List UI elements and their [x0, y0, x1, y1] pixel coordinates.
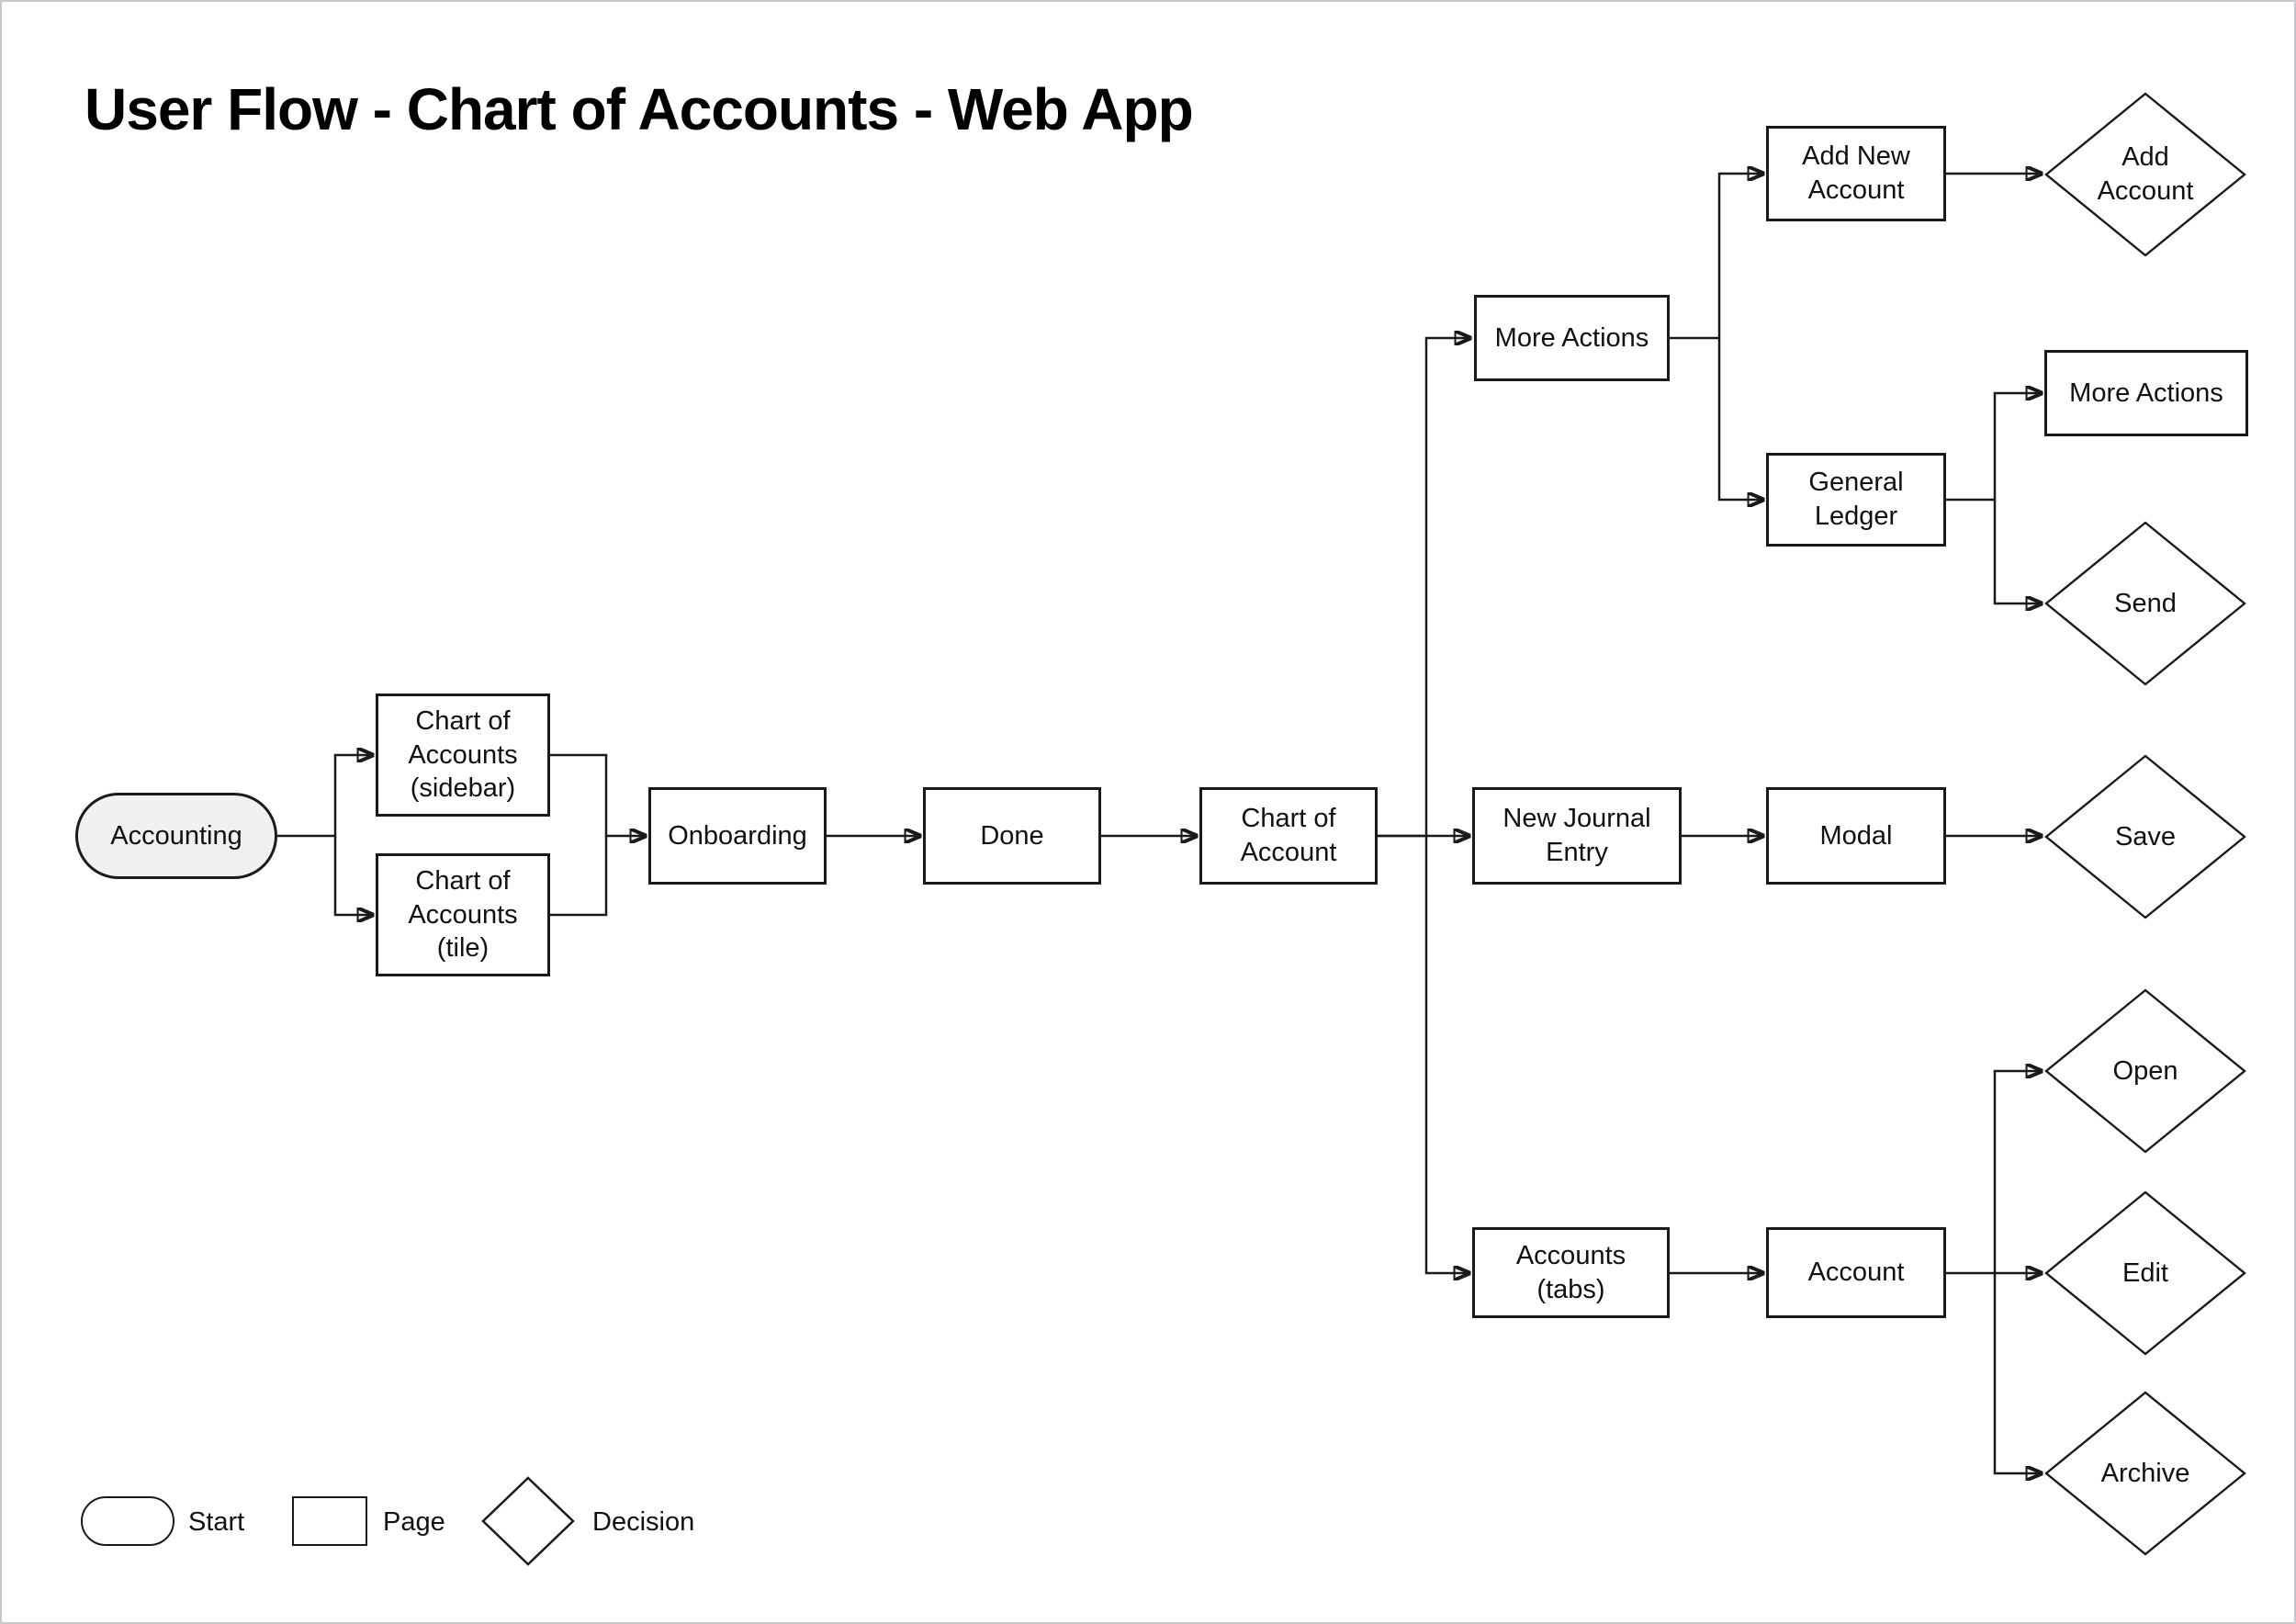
node-label: Chart of Account — [1240, 804, 1337, 867]
edge-coa-sidebar-to-onboarding — [550, 753, 646, 836]
edge-account-to-open — [1993, 1071, 2042, 1273]
node-label: Account — [1807, 1257, 1905, 1288]
node-send-decision: Send — [2044, 521, 2246, 686]
node-more-actions: More Actions — [1474, 295, 1670, 381]
node-label: Chart of Accounts (tile) — [408, 866, 518, 964]
diamond-shape — [2044, 92, 2246, 257]
node-label: Send — [2114, 588, 2177, 618]
node-label: Add New Account — [1802, 141, 1910, 205]
edge-accounting-to-coa-sidebar — [277, 755, 373, 838]
legend-page-shape — [292, 1496, 367, 1546]
edge-more-actions-to-general-ledger — [1717, 338, 1763, 500]
edge-account-to-archive — [1993, 1273, 2042, 1473]
edge-general-ledger-to-send — [1993, 500, 2042, 603]
legend-page-label: Page — [383, 1507, 445, 1537]
node-label: General Ledger — [1808, 468, 1904, 531]
diamond-shape — [2044, 754, 2246, 919]
node-accounting: Accounting — [75, 793, 277, 879]
node-label: More Actions — [1494, 322, 1649, 353]
node-label: Save — [2114, 821, 2177, 851]
legend-start-label: Start — [188, 1507, 245, 1537]
node-label: Archive — [2100, 1458, 2190, 1488]
node-accounts-tabs: Accounts (tabs) — [1472, 1227, 1670, 1318]
node-new-journal-entry: New Journal Entry — [1472, 787, 1682, 885]
node-label: New Journal Entry — [1503, 804, 1651, 867]
edge-coa-tile-to-onboarding — [550, 836, 608, 917]
node-label: Open — [2112, 1055, 2178, 1086]
edge-accounting-to-coa-tile — [333, 836, 373, 915]
node-account: Account — [1766, 1227, 1946, 1318]
node-label: Edit — [2122, 1257, 2168, 1288]
page-title: User Flow - Chart of Accounts - Web App — [84, 76, 1194, 142]
node-chart-of-accounts-tile: Chart of Accounts (tile) — [376, 853, 550, 976]
node-label: Done — [980, 820, 1044, 851]
node-label: Modal — [1819, 820, 1893, 851]
edge-general-ledger-to-more-actions-2 — [1946, 393, 2042, 502]
node-archive-decision: Archive — [2044, 1391, 2246, 1556]
node-label: Accounts (tabs) — [1515, 1240, 1626, 1304]
node-label: Add Account — [2097, 142, 2194, 206]
node-modal: Modal — [1766, 787, 1946, 885]
node-label: Chart of Accounts (sidebar) — [408, 706, 518, 804]
node-add-account-decision: Add Account — [2044, 92, 2246, 257]
node-done: Done — [923, 787, 1101, 885]
node-add-new-account: Add New Account — [1766, 126, 1946, 221]
diamond-shape — [2044, 521, 2246, 686]
node-label: Onboarding — [668, 820, 807, 851]
node-save-decision: Save — [2044, 754, 2246, 919]
legend-decision-shape — [481, 1476, 575, 1566]
diamond-shape — [2044, 1190, 2246, 1356]
node-more-actions-2: More Actions — [2044, 350, 2248, 436]
legend-decision-label: Decision — [592, 1507, 695, 1537]
node-edit-decision: Edit — [2044, 1190, 2246, 1356]
node-general-ledger: General Ledger — [1766, 453, 1946, 547]
diamond-shape — [2044, 1391, 2246, 1556]
edge-more-actions-to-add-new-account — [1670, 174, 1763, 340]
node-label: More Actions — [2069, 378, 2223, 408]
node-chart-of-account: Chart of Account — [1199, 787, 1378, 885]
edge-chart-of-account-to-accounts-tabs — [1424, 836, 1469, 1273]
node-onboarding: Onboarding — [648, 787, 827, 885]
connector-group — [277, 174, 2042, 1473]
node-chart-of-accounts-sidebar: Chart of Accounts (sidebar) — [376, 694, 550, 817]
node-open-decision: Open — [2044, 988, 2246, 1154]
node-label: Accounting — [110, 820, 242, 851]
legend-start-shape — [81, 1496, 174, 1546]
edge-chart-of-account-to-more-actions — [1378, 338, 1470, 838]
diamond-shape — [2044, 988, 2246, 1154]
